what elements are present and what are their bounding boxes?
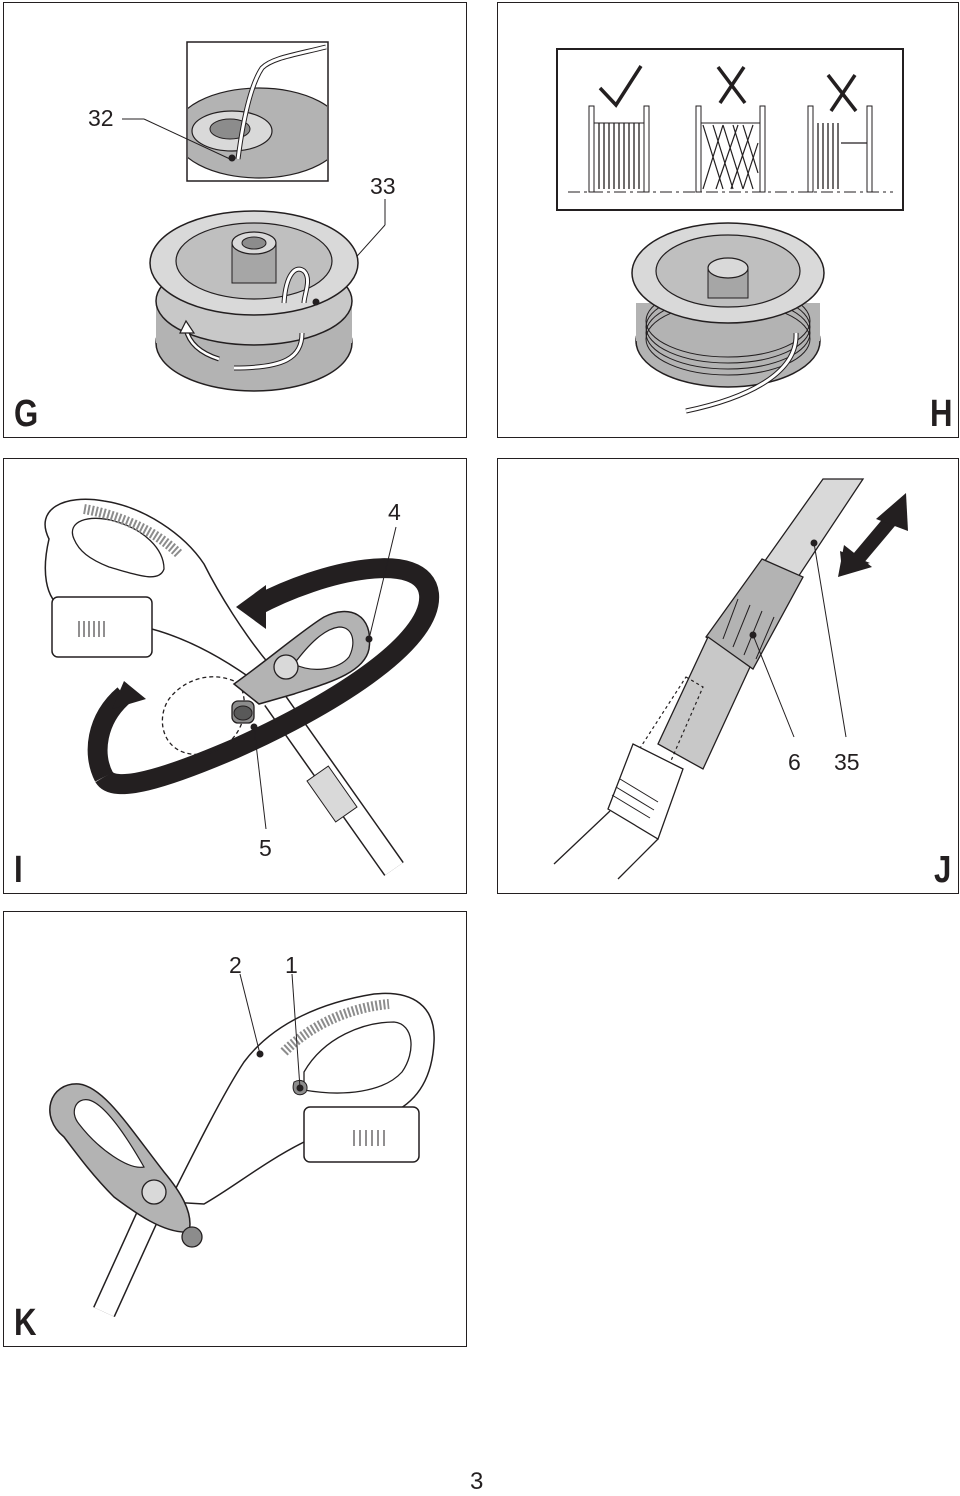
callout-32: 32 <box>88 105 114 131</box>
cross-mark-icon <box>716 65 747 105</box>
cross-mark-icon <box>826 73 858 113</box>
panel-letter-i: I <box>14 849 23 891</box>
spool-line-insertion-illustration <box>122 41 386 392</box>
trimmer-main-handle <box>167 992 435 1205</box>
switch-operation-illustration <box>49 973 435 1317</box>
callout-4: 4 <box>388 499 401 525</box>
correct-winding-spool <box>588 105 650 193</box>
crossed-winding-spool <box>695 105 766 193</box>
panel-letter-j: J <box>934 849 952 891</box>
callout-35: 35 <box>834 749 860 775</box>
callout-6: 6 <box>788 749 801 775</box>
trimmer-main-handle <box>44 498 271 678</box>
callout-5: 5 <box>259 835 272 861</box>
trimmer-spool <box>149 210 359 392</box>
panel-letter-h: H <box>930 393 953 435</box>
auxiliary-handle <box>231 610 371 724</box>
panel-letter-k: K <box>14 1302 37 1344</box>
callout-33: 33 <box>370 173 396 199</box>
figure-panel-h: H <box>497 2 959 438</box>
figure-panel-j: 6 35 J <box>497 458 959 894</box>
rotation-arrow-icon <box>95 558 440 795</box>
handle-rotation-illustration <box>44 498 440 876</box>
figure-panel-k: 2 1 K <box>3 911 467 1347</box>
panel-letter-g: G <box>14 393 39 435</box>
line-winding-illustration <box>556 48 904 414</box>
page-number: 3 <box>470 1468 484 1495</box>
callout-1: 1 <box>285 952 298 978</box>
callout-2: 2 <box>229 952 242 978</box>
overfilled-winding-spool <box>807 105 873 193</box>
figure-panel-i: 4 5 I <box>3 458 467 894</box>
auxiliary-handle <box>49 1083 203 1248</box>
telescopic-shaft-illustration <box>553 478 908 880</box>
double-arrow-icon <box>838 493 908 577</box>
wound-trimmer-spool <box>631 222 825 414</box>
figure-panel-g: 32 33 G <box>3 2 467 438</box>
check-mark-icon <box>598 65 643 108</box>
